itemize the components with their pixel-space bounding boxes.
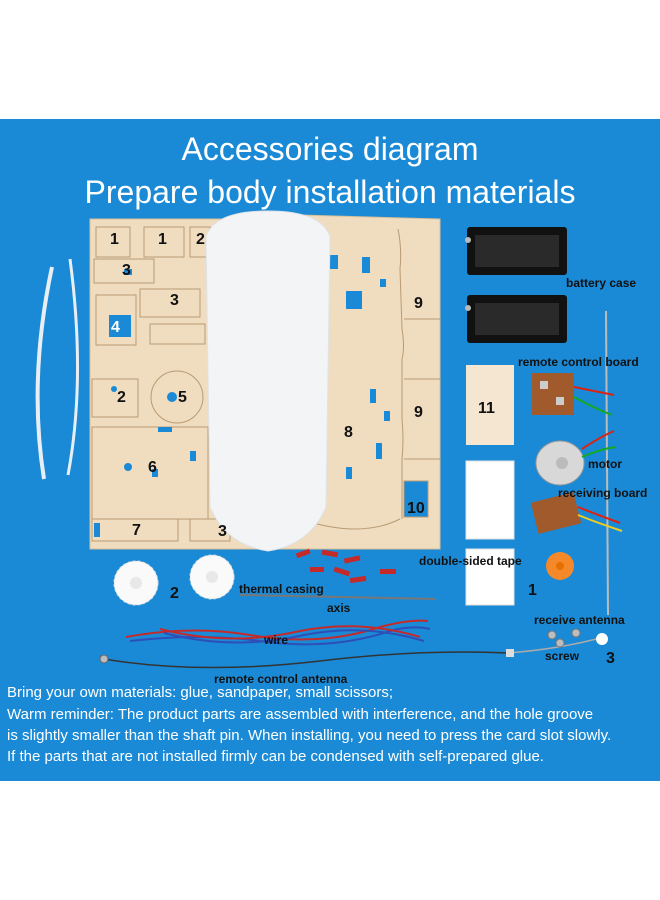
- part-number: 9: [414, 295, 423, 312]
- foam-body: [205, 210, 331, 552]
- motor-graphic: [535, 430, 617, 486]
- part-number: 4: [111, 319, 120, 336]
- receiving-board-graphic: [530, 492, 623, 534]
- remote-antenna-graphic: [99, 636, 605, 669]
- part-number: 3: [170, 292, 179, 309]
- white-part-graphic: [596, 633, 608, 645]
- part-number: 1: [158, 231, 167, 248]
- tape-sheet: [465, 548, 515, 606]
- screw-label: screw: [545, 649, 580, 663]
- remote-control-board-label: remote control board: [518, 355, 639, 369]
- part-number: 7: [132, 522, 141, 539]
- wire-graphic: [125, 619, 431, 646]
- reminder-note-line-2: is slightly smaller than the shaft pin. …: [7, 727, 612, 744]
- paper-card: [466, 365, 514, 445]
- reminder-note-line-1: Warm reminder: The product parts are ass…: [7, 706, 594, 723]
- cable-tie: [66, 258, 80, 476]
- part-number: 8: [344, 424, 353, 441]
- battery-case-graphic: [465, 227, 567, 343]
- orange-gear-number: 1: [528, 582, 537, 599]
- white-gears-graphic: [113, 554, 235, 606]
- reminder-note-line-3: If the parts that are not installed firm…: [7, 748, 544, 765]
- materials-note: Bring your own materials: glue, sandpape…: [7, 684, 394, 701]
- double-sided-tape-label: double-sided tape: [419, 554, 522, 568]
- remote-control-antenna-label: remote control antenna: [214, 672, 348, 686]
- orange-gear-graphic: [546, 552, 574, 580]
- product-panel: Accessories diagram Prepare body install…: [0, 119, 660, 781]
- wire-label: wire: [264, 633, 289, 647]
- thermal-casing-graphic: [295, 548, 396, 584]
- thermal-casing-label: thermal casing: [239, 582, 324, 596]
- axis-rod: [239, 594, 437, 600]
- motor-label: motor: [588, 457, 622, 471]
- part-number: 10: [407, 500, 425, 517]
- receive-antenna-label: receive antenna: [534, 613, 625, 627]
- axis-label: axis: [327, 601, 351, 615]
- part-number: 3: [218, 523, 227, 540]
- tape-sheet: [465, 460, 515, 540]
- battery-case-label: battery case: [566, 276, 637, 290]
- remote-control-board-graphic: [532, 373, 615, 416]
- part-number: 2: [196, 231, 205, 248]
- receiving-board-label: receiving board: [558, 486, 648, 500]
- part-number: 1: [110, 231, 119, 248]
- diagram-subtitle: Prepare body installation materials: [84, 174, 576, 210]
- cable-tie: [35, 266, 54, 480]
- screw-graphic: [547, 628, 581, 648]
- gear-number: 2: [170, 585, 179, 602]
- accessories-illustration: [35, 210, 623, 669]
- white-part-number: 3: [606, 650, 615, 667]
- diagram-title: Accessories diagram: [181, 131, 479, 167]
- part-number: 5: [178, 389, 187, 406]
- receive-antenna-rod: [605, 310, 609, 616]
- part-number: 6: [148, 459, 157, 476]
- part-number: 9: [414, 404, 423, 421]
- part-number: 3: [122, 262, 131, 279]
- part-number: 11: [478, 400, 495, 417]
- part-number: 2: [117, 389, 126, 406]
